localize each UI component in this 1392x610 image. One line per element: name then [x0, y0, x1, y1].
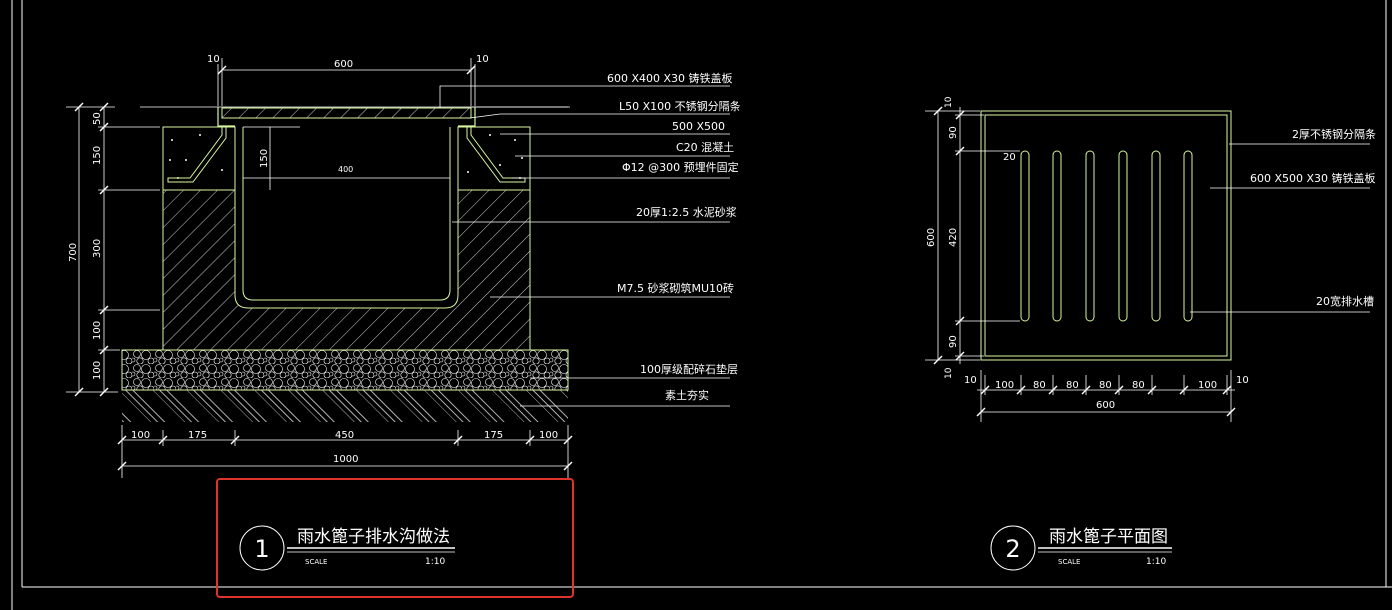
plan-dim-b-80a: 80	[1033, 380, 1046, 391]
dim-bottom-450: 450	[335, 430, 354, 441]
concrete-block-right	[457, 126, 531, 191]
dim-left-100b: 100	[92, 361, 103, 380]
section-notes: 600 X400 X30 铸铁盖板 L50 X100 不锈钢分隔条 500 X5…	[607, 71, 741, 402]
plan-dim-left-total: 600	[926, 228, 937, 247]
plan-dim-slot-width: 20	[1003, 152, 1016, 163]
dim-left-50: 50	[92, 112, 103, 125]
plan-dim-b-80d: 80	[1132, 380, 1145, 391]
plan-leaders	[1190, 143, 1370, 313]
drain-slots	[1020, 150, 1193, 322]
grate-cover-plate	[221, 107, 472, 119]
compacted-soil-hatch	[122, 390, 568, 422]
section-dimension-lines	[66, 58, 569, 478]
dim-bottom-100a: 100	[131, 430, 150, 441]
dim-bottom-175a: 175	[188, 430, 207, 441]
plan-dim-b-100a: 100	[995, 380, 1014, 391]
dim-bottom-total: 1000	[333, 454, 358, 465]
embedded-anchor-left	[167, 126, 227, 183]
section-dimension-texts: 10 600 10 700 50 150 300 100 100 150 400…	[68, 54, 558, 465]
gravel-layer	[121, 349, 569, 391]
dim-bottom-100b: 100	[539, 430, 558, 441]
plan-title-number: 2	[1005, 535, 1020, 563]
dim-top-left: 10	[207, 54, 220, 65]
plan-dim-bottom-10: 10	[944, 367, 954, 379]
note-soil: 素土夯实	[665, 388, 709, 402]
dim-left-100a: 100	[92, 321, 103, 340]
title-number: 1	[254, 535, 269, 563]
concrete-block-left	[162, 126, 236, 191]
dim-bottom-175b: 175	[484, 430, 503, 441]
section-detail	[121, 106, 569, 422]
scale-value: 1:10	[425, 557, 445, 567]
plan-note-slot: 20宽排水槽	[1316, 294, 1374, 308]
note-size: 500 X500	[672, 120, 725, 133]
note-embedded-anchor: Φ12 @300 预埋件固定	[622, 160, 739, 174]
dim-left-total: 700	[68, 243, 79, 262]
plan-scale-value: 1:10	[1146, 557, 1166, 567]
plan-dim-b-10b: 10	[1236, 375, 1249, 386]
note-concrete: C20 混凝土	[676, 140, 734, 154]
selection-highlight-box[interactable]	[216, 478, 574, 598]
separator-strip-left	[217, 107, 235, 127]
plan-dimension-ticks	[933, 106, 1236, 417]
dim-left-150: 150	[92, 146, 103, 165]
dim-top-right: 10	[476, 54, 489, 65]
section-leaders	[439, 85, 730, 407]
separator-strip-right	[458, 107, 476, 127]
plan-notes: 2厚不锈钢分隔条 600 X500 X30 铸铁盖板 20宽排水槽	[1250, 127, 1376, 308]
plan-title-number-circle	[990, 525, 1036, 571]
plan-dim-b-80c: 80	[1099, 380, 1112, 391]
scale-label: SCALE	[305, 558, 327, 566]
channel-outer	[234, 127, 459, 309]
drawing-frame	[11, 0, 1392, 610]
title-number-circle	[239, 525, 285, 571]
section-title-block: 1 雨水篦子排水沟做法 SCALE 1:10	[239, 525, 455, 571]
plan-title: 雨水篦子平面图	[1049, 527, 1168, 547]
plan-dim-left-90b: 90	[948, 335, 959, 348]
dim-inner-400: 400	[338, 165, 353, 174]
section-title: 雨水篦子排水沟做法	[297, 527, 450, 547]
plan-dim-b-80b: 80	[1066, 380, 1079, 391]
embedded-anchor-right	[466, 126, 526, 183]
dim-left-300: 300	[92, 239, 103, 258]
plan-dim-b-10a: 10	[964, 375, 977, 386]
plan-dim-bottom-total: 600	[1096, 400, 1115, 411]
plan-dim-left-90a: 90	[948, 126, 959, 139]
plan-dim-left-420: 420	[948, 228, 959, 247]
plan-dimension-texts: 10 90 420 90 600 10 20 10 100 80 80 80 8…	[926, 96, 1249, 411]
note-brick: M7.5 砂浆砌筑MU10砖	[617, 281, 734, 295]
plan-title-block: 2 雨水篦子平面图 SCALE 1:10	[990, 525, 1172, 571]
plan-inner-frame	[984, 114, 1228, 357]
plan-detail	[980, 110, 1232, 361]
note-gravel: 100厚级配碎石垫层	[640, 362, 738, 376]
dim-inner-150: 150	[259, 149, 270, 168]
plan-outer-frame	[980, 110, 1232, 361]
note-separator-strip: L50 X100 不锈钢分隔条	[619, 99, 741, 113]
plan-note-cover: 600 X500 X30 铸铁盖板	[1250, 171, 1376, 185]
plan-dim-b-100b: 100	[1198, 380, 1217, 391]
plan-dim-top-10: 10	[944, 96, 954, 108]
dimension-ticks	[74, 65, 573, 471]
channel-inner	[242, 127, 451, 301]
note-mortar: 20厚1:2.5 水泥砂浆	[636, 205, 737, 219]
plan-scale-label: SCALE	[1058, 558, 1080, 566]
plan-note-separator: 2厚不锈钢分隔条	[1292, 127, 1376, 141]
dim-top-width: 600	[334, 59, 353, 70]
note-cover-plate: 600 X400 X30 铸铁盖板	[607, 71, 733, 85]
